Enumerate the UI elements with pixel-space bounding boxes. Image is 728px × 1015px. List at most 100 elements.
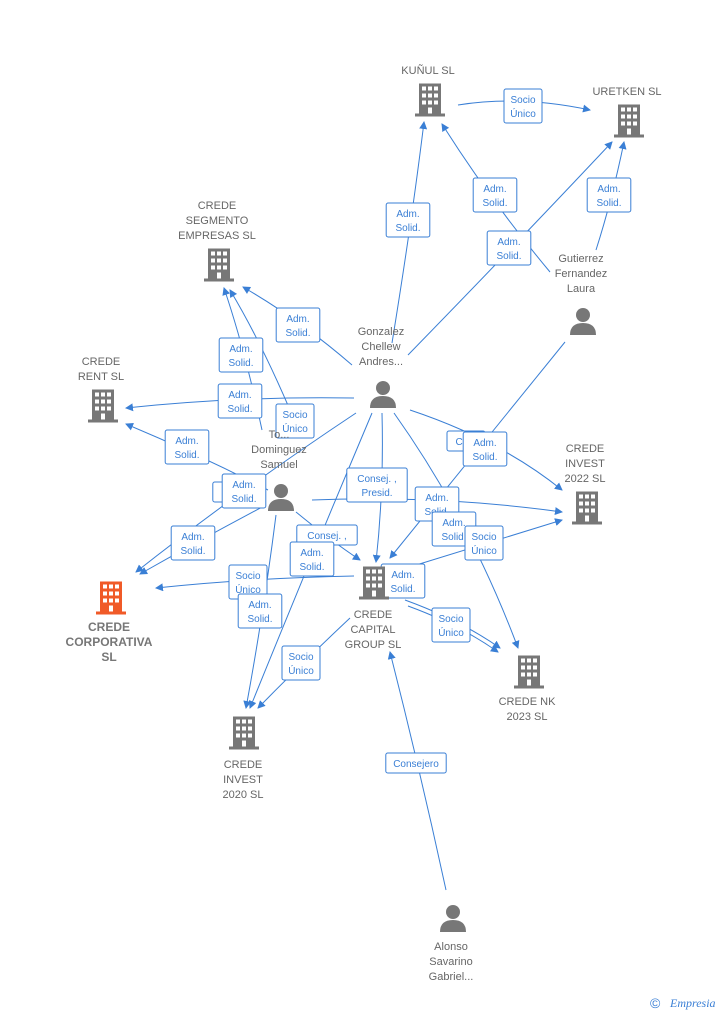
node-gonzalez[interactable]: GonzalezChellewAndres... bbox=[358, 326, 404, 408]
edge-label-box bbox=[503, 88, 543, 124]
edge-label-text: Adm. bbox=[175, 436, 198, 447]
edge-label-box bbox=[462, 431, 508, 467]
node-label-line[interactable]: Samuel bbox=[260, 459, 297, 471]
edge-label-box bbox=[385, 202, 431, 238]
edge-label-box bbox=[464, 525, 504, 561]
node-label-line[interactable]: Fernandez bbox=[555, 268, 608, 280]
node-label-line[interactable]: Gutierrez bbox=[558, 253, 603, 265]
node-label-line[interactable]: CREDE bbox=[88, 620, 130, 634]
person-icon[interactable] bbox=[268, 484, 294, 511]
building-icon[interactable] bbox=[514, 655, 544, 689]
edge-label-text: Adm. bbox=[396, 209, 419, 220]
node-label-line[interactable]: URETKEN SL bbox=[592, 86, 661, 98]
building-icon[interactable] bbox=[415, 83, 445, 117]
edge-label-box bbox=[281, 645, 321, 681]
node-label-line[interactable]: KUÑUL SL bbox=[401, 64, 454, 77]
node-uretken[interactable]: URETKEN SL bbox=[592, 86, 662, 138]
edge-label: Consej. ,Presid. bbox=[346, 467, 408, 503]
node-label-line[interactable]: Alonso bbox=[434, 941, 468, 953]
building-icon[interactable] bbox=[229, 716, 259, 750]
edge-label-text: Socio bbox=[471, 532, 496, 543]
edge-label-box bbox=[289, 541, 335, 577]
node-label-line[interactable]: INVEST bbox=[223, 774, 263, 786]
person-icon[interactable] bbox=[570, 308, 596, 335]
node-label-line[interactable]: Andres... bbox=[359, 356, 403, 368]
node-label-line[interactable]: Savarino bbox=[429, 956, 472, 968]
node-label-line[interactable]: 2022 SL bbox=[565, 473, 606, 485]
node-rent[interactable]: CREDE RENT SL bbox=[78, 356, 124, 423]
edge-label-text: Adm. bbox=[597, 184, 620, 195]
node-label-line[interactable]: CREDE NK bbox=[499, 696, 557, 708]
edge-label-text: Socio bbox=[438, 614, 463, 625]
node-label-line[interactable]: CREDE bbox=[82, 356, 121, 368]
node-segmento[interactable]: CREDE SEGMENTO EMPRESAS SL bbox=[178, 200, 256, 282]
edge-label-box bbox=[164, 429, 210, 465]
building-icon[interactable] bbox=[359, 566, 389, 600]
building-icon[interactable] bbox=[88, 389, 118, 423]
node-label-line[interactable]: Chellew bbox=[361, 341, 400, 353]
building-icon[interactable] bbox=[572, 491, 602, 525]
node-nk2023[interactable]: CREDE NK 2023 SL bbox=[499, 655, 557, 724]
edge-label-text: Único bbox=[438, 626, 464, 639]
nodes-layer: KUÑUL SL URETKEN SL CREDE SEGMENTO EMPRESAS … bbox=[66, 64, 662, 983]
node-label-line[interactable]: CREDE bbox=[224, 759, 263, 771]
node-label-line[interactable]: Gabriel... bbox=[429, 971, 474, 983]
node-label-line[interactable]: CREDE bbox=[354, 609, 393, 621]
edge-label-text: Adm. bbox=[391, 570, 414, 581]
node-label-line[interactable]: SEGMENTO bbox=[186, 215, 249, 227]
edge-label: Adm.Solid. bbox=[164, 429, 210, 465]
node-label-line[interactable]: RENT SL bbox=[78, 371, 124, 383]
edge-label-text: Adm. bbox=[497, 237, 520, 248]
node-alonso[interactable]: AlonsoSavarinoGabriel... bbox=[429, 905, 474, 983]
node-kunul[interactable]: KUÑUL SL bbox=[401, 64, 455, 117]
node-label-line[interactable]: Gonzalez bbox=[358, 326, 404, 338]
node-invest2022[interactable]: CREDE INVEST 2022 SL bbox=[565, 443, 606, 525]
edge-label-text: Solid. bbox=[299, 562, 324, 573]
edge-label: Adm. Solid. bbox=[385, 202, 431, 238]
node-label-line[interactable]: Laura bbox=[567, 283, 596, 295]
node-capital[interactable]: CREDE CAPITAL GROUP SL bbox=[345, 566, 402, 652]
node-label-line[interactable]: CREDE bbox=[566, 443, 605, 455]
node-label-line[interactable]: CAPITAL bbox=[350, 624, 395, 636]
edge-label-box bbox=[472, 177, 518, 213]
edge-label-text: Adm. bbox=[248, 600, 271, 611]
edge-label-text: Solid. bbox=[441, 532, 466, 543]
brand-logo[interactable]: Empresia bbox=[669, 996, 716, 1010]
edge-label-text: Solid. bbox=[596, 198, 621, 209]
edge-label-box bbox=[275, 403, 315, 439]
node-label-line[interactable]: GROUP SL bbox=[345, 639, 402, 651]
node-label-line[interactable]: 2020 SL bbox=[223, 789, 264, 801]
node-label-line[interactable]: To... bbox=[269, 429, 290, 441]
edge-label-text: Único bbox=[510, 107, 536, 120]
building-icon[interactable] bbox=[204, 248, 234, 282]
node-label-line[interactable]: CORPORATIVA bbox=[66, 635, 153, 649]
edge-label-text: Adm. bbox=[442, 518, 465, 529]
person-icon[interactable] bbox=[370, 381, 396, 408]
node-label-line[interactable]: SL bbox=[101, 650, 116, 664]
node-label-line[interactable]: 2023 SL bbox=[507, 711, 548, 723]
edge-label: Adm.Solid. bbox=[170, 525, 216, 561]
edge-label-text: Socio bbox=[288, 652, 313, 663]
edge-label: Adm.Solid. bbox=[221, 473, 267, 509]
person-icon[interactable] bbox=[440, 905, 466, 932]
node-invest2020[interactable]: CREDE INVEST 2020 SL bbox=[223, 716, 264, 802]
edge-label-text: Solid. bbox=[395, 223, 420, 234]
node-label-line[interactable]: EMPRESAS SL bbox=[178, 230, 256, 242]
building-icon[interactable] bbox=[614, 104, 644, 138]
node-label-line[interactable]: Dominguez bbox=[251, 444, 307, 456]
edge-label-text: Solid. bbox=[472, 452, 497, 463]
building-icon[interactable] bbox=[96, 581, 126, 615]
edge-label-text: Adm. bbox=[232, 480, 255, 491]
edge-label-text: Adm. bbox=[425, 493, 448, 504]
node-label-line[interactable]: INVEST bbox=[565, 458, 605, 470]
edge-label: Adm.Solid. bbox=[217, 383, 263, 419]
node-label-line[interactable]: CREDE bbox=[198, 200, 237, 212]
